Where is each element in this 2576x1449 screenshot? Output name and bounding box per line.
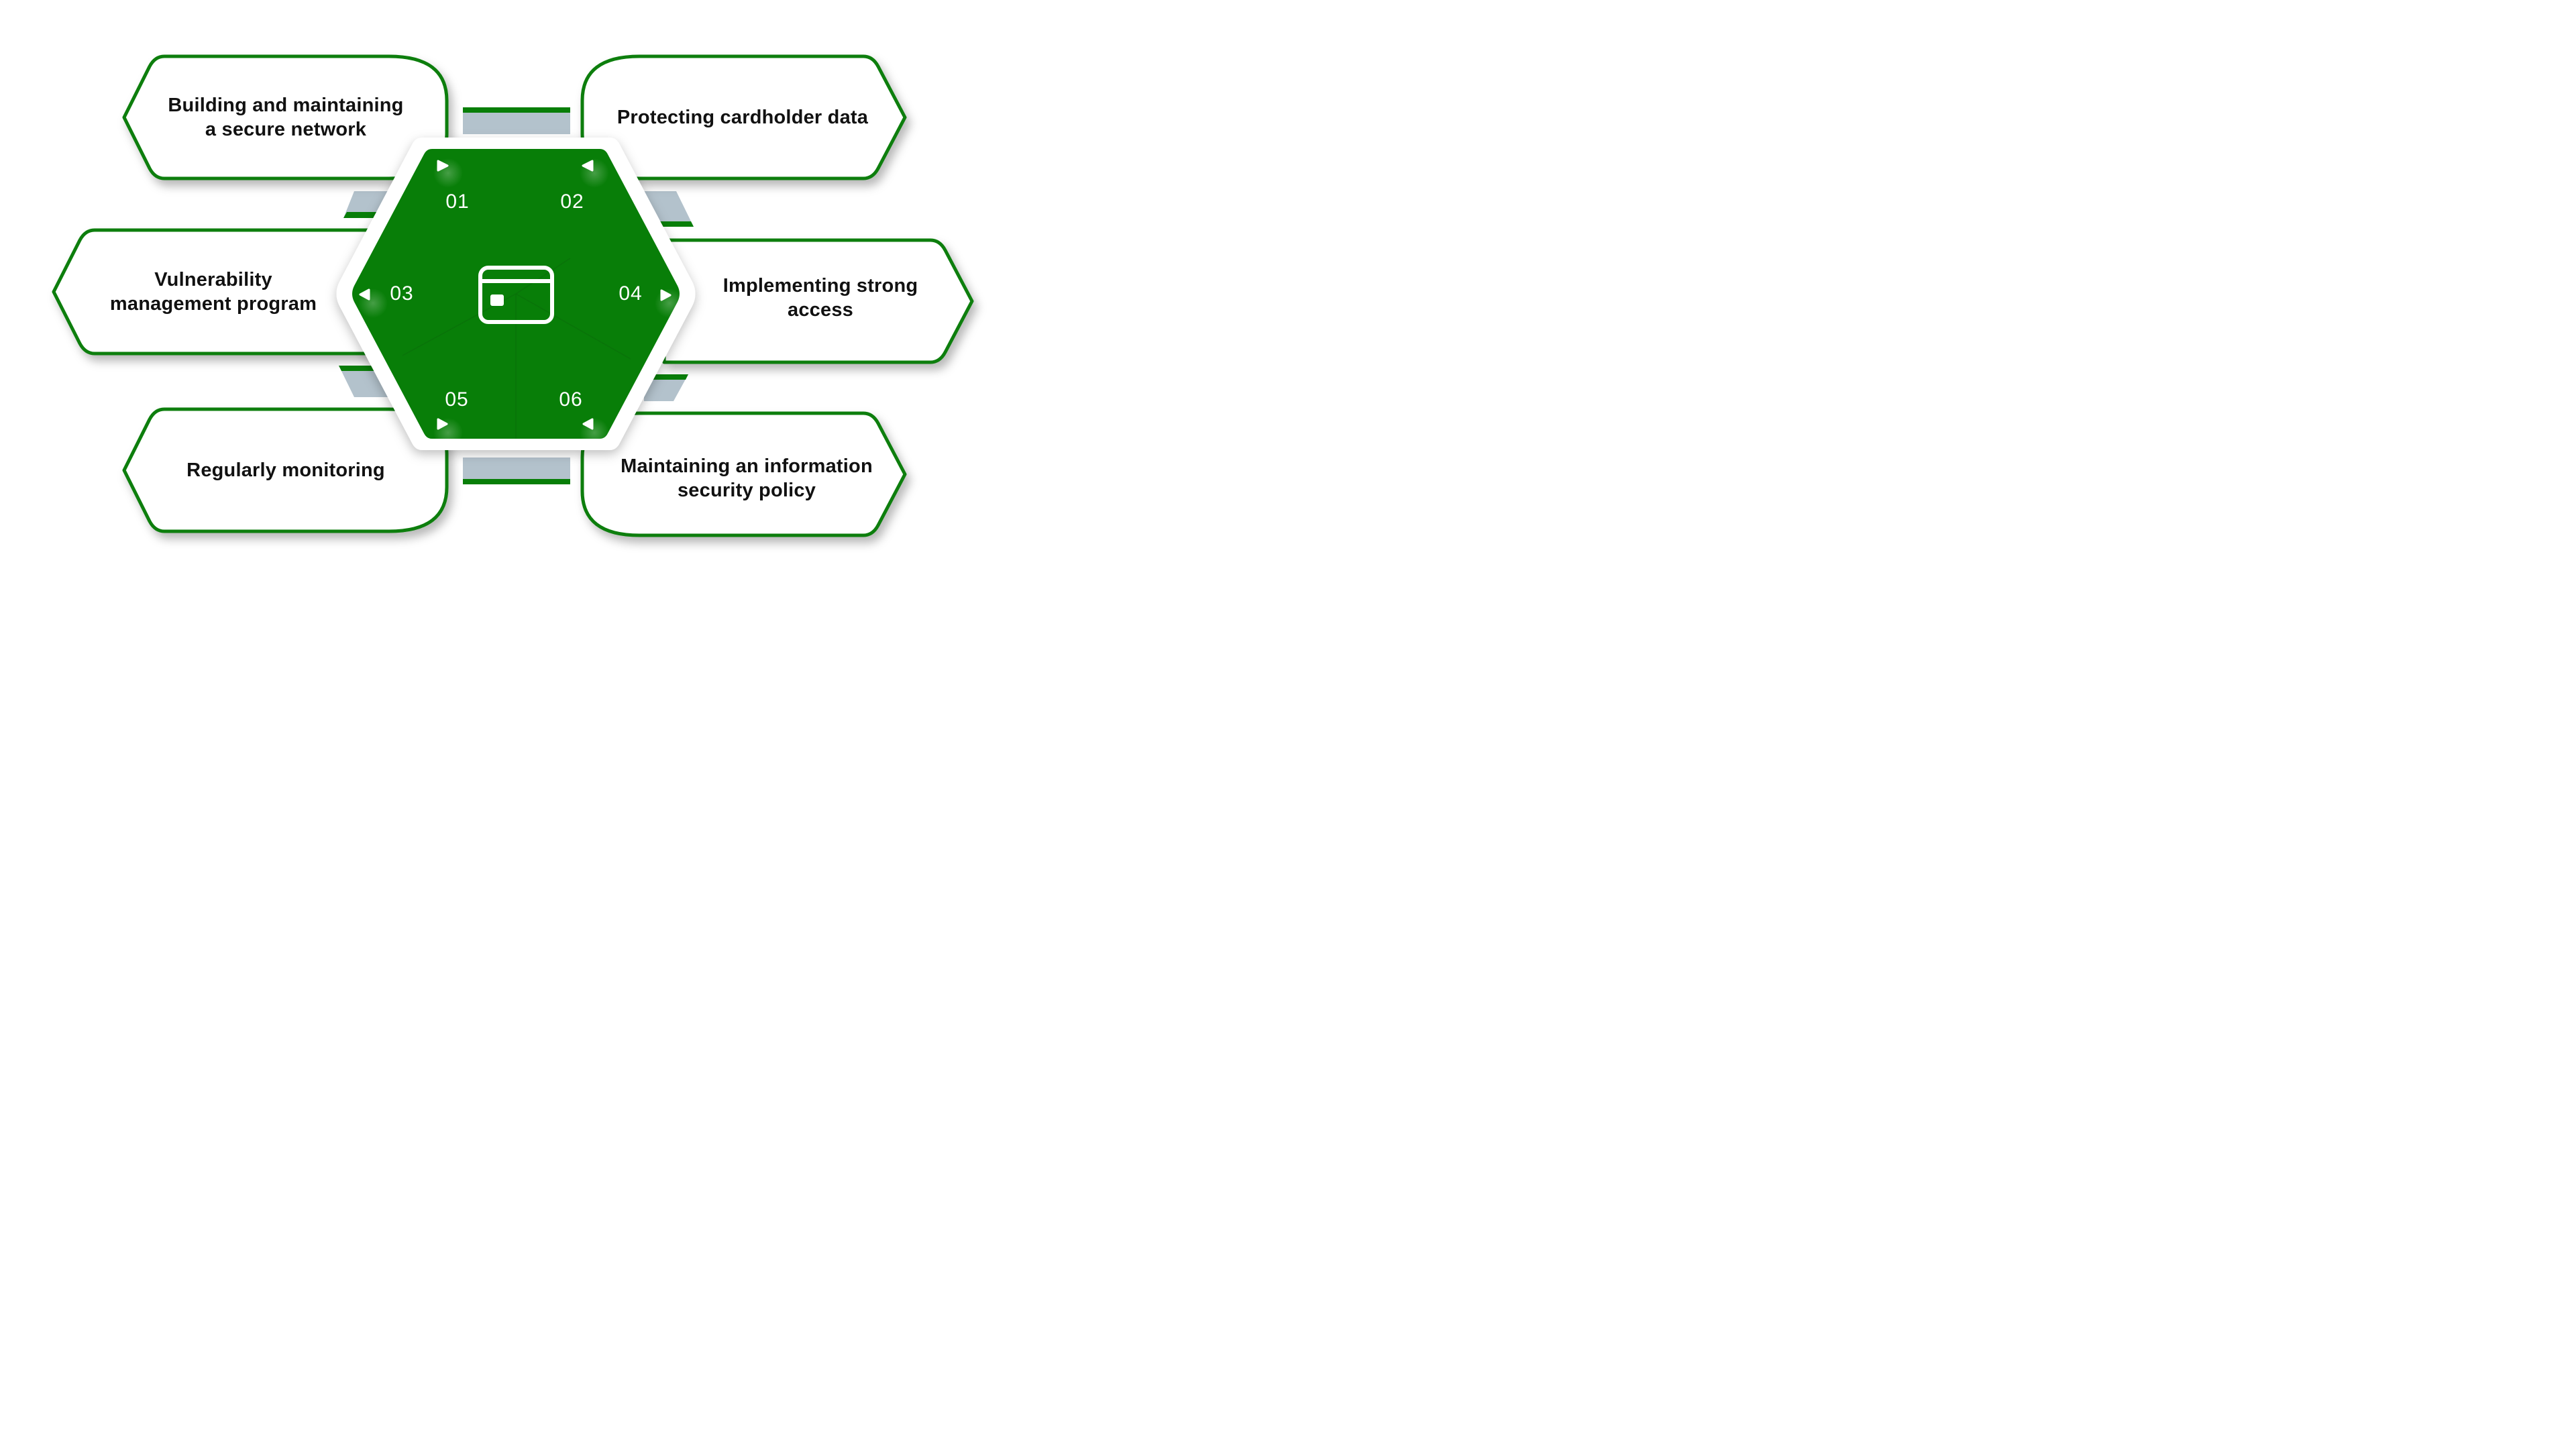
arrow-06-icon bbox=[582, 418, 594, 430]
step-label-03: Vulnerability management program bbox=[80, 256, 346, 327]
step-label-01-line-2: a secure network bbox=[205, 119, 367, 140]
step-number-03: 03 bbox=[390, 282, 414, 305]
step-number-01: 01 bbox=[445, 191, 470, 213]
step-label-06: Maintaining an information security poli… bbox=[600, 443, 893, 514]
step-label-04-line-2: access bbox=[788, 299, 853, 321]
step-label-04: Implementing strong access bbox=[691, 262, 950, 333]
step-number-06: 06 bbox=[559, 388, 583, 411]
step-label-01-line-1: Building and maintaining bbox=[168, 95, 404, 116]
step-label-05: Regularly monitoring bbox=[152, 435, 420, 506]
direction-arrows bbox=[359, 160, 672, 430]
center-hexagon bbox=[336, 138, 696, 450]
step-number-04: 04 bbox=[619, 282, 643, 305]
pci-dss-hexagon-diagram bbox=[52, 54, 974, 537]
step-label-06-line-1: Maintaining an information bbox=[621, 455, 873, 477]
card-03-shape bbox=[52, 228, 378, 356]
credit-card-icon bbox=[478, 266, 554, 324]
arrow-01-icon bbox=[437, 160, 449, 172]
connector-bottom bbox=[463, 458, 570, 484]
arrow-03-icon bbox=[359, 288, 370, 301]
step-number-05: 05 bbox=[445, 388, 469, 411]
connector-top bbox=[463, 107, 570, 134]
arrow-04-icon bbox=[660, 289, 672, 301]
step-label-04-line-1: Implementing strong bbox=[722, 275, 918, 297]
step-label-02: Protecting cardholder data bbox=[600, 82, 885, 153]
arrow-05-icon bbox=[437, 418, 448, 430]
arrow-02-icon bbox=[582, 160, 594, 172]
step-label-06-line-2: security policy bbox=[677, 480, 816, 501]
card-04-shape bbox=[662, 238, 974, 364]
step-label-03-line-2: management program bbox=[109, 293, 317, 315]
step-number-02: 02 bbox=[560, 191, 584, 213]
step-label-01: Building and maintaining a secure networ… bbox=[152, 82, 420, 153]
step-label-03-line-1: Vulnerability bbox=[154, 269, 272, 290]
step-label-02-line-1: Protecting cardholder data bbox=[616, 107, 869, 128]
connector-lower-right bbox=[644, 374, 688, 401]
step-cards bbox=[52, 54, 974, 537]
step-label-05-line-1: Regularly monitoring bbox=[186, 460, 385, 481]
